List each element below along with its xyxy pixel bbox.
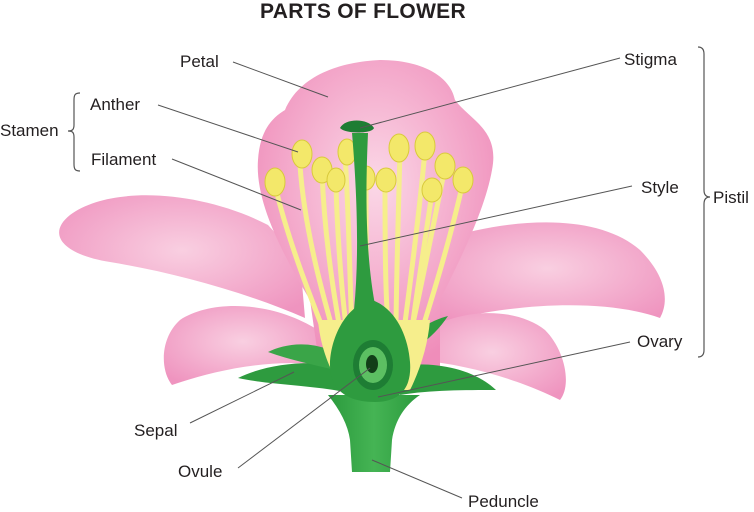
- right-outer-petal: [430, 222, 665, 325]
- left-sepal: [238, 363, 345, 392]
- stamen-bracket: [67, 92, 81, 172]
- left-lower-petal: [163, 306, 322, 385]
- label-filament: Filament: [91, 150, 157, 169]
- pistil-bracket: [697, 46, 711, 358]
- peduncle: [328, 395, 420, 472]
- label-stigma: Stigma: [624, 50, 677, 69]
- label-sepal: Sepal: [134, 421, 178, 440]
- label-stamen: Stamen: [0, 121, 59, 140]
- stigma: [340, 120, 374, 133]
- label-peduncle: Peduncle: [468, 492, 539, 511]
- ovule-core: [366, 355, 378, 373]
- right-lower-petal: [418, 313, 566, 400]
- diagram-title: PARTS OF FLOWER: [260, 0, 466, 23]
- label-ovule: Ovule: [178, 462, 223, 481]
- left-outer-petal: [59, 195, 306, 318]
- left-sepal-mid: [268, 344, 335, 370]
- label-style: Style: [641, 178, 679, 197]
- label-pistil: Pistil: [713, 188, 749, 207]
- leader-lines: [157, 57, 633, 499]
- label-ovary: Ovary: [637, 332, 683, 351]
- label-petal: Petal: [180, 52, 219, 71]
- anthers: [264, 131, 474, 203]
- style: [352, 133, 376, 310]
- label-anther: Anther: [90, 95, 141, 114]
